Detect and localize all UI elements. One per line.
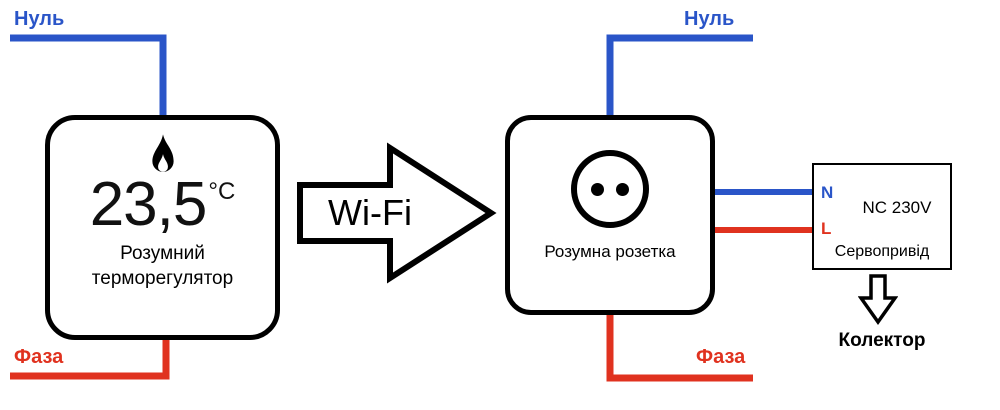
label-null-left: Нуль — [14, 8, 65, 30]
socket-pin-right — [616, 182, 629, 196]
wire-neutral-right — [606, 34, 753, 118]
label-faza-right: Фаза — [696, 346, 746, 368]
servo-spec: NC 230V — [862, 198, 932, 217]
temperature-display: 23,5 °C — [90, 174, 236, 236]
thermostat-box: 23,5 °C Розумний терморегулятор — [45, 115, 280, 340]
servo-label: Сервопривід — [834, 243, 930, 260]
wire-neutral-left — [10, 34, 167, 118]
down-block-arrow-icon — [858, 274, 898, 326]
servo-terminal-n: N — [821, 183, 834, 202]
temperature-value: 23,5 — [89, 170, 208, 239]
flame-icon — [146, 134, 180, 180]
right-block-arrow-icon — [297, 142, 497, 284]
label-null-right: Нуль — [684, 8, 735, 30]
socket-label: Розумна розетка — [544, 242, 676, 261]
thermostat-label: Розумний терморегулятор — [92, 242, 233, 291]
thermostat-label-line2: терморегулятор — [91, 267, 234, 289]
wire-phase-left — [10, 337, 170, 380]
servo-box: N L NC 230V Сервопривід — [812, 163, 952, 270]
socket-outlet-icon — [571, 150, 649, 228]
wifi-label: Wi-Fi — [328, 192, 412, 233]
label-faza-left: Фаза — [14, 346, 64, 368]
thermostat-label-line1: Розумний — [120, 243, 205, 264]
servo-terminal-l: L — [821, 219, 832, 238]
temperature-unit: °C — [208, 178, 236, 205]
smart-socket-box: Розумна розетка — [505, 115, 715, 315]
collector-label: Колектор — [838, 330, 926, 351]
wire-phase-right — [606, 312, 753, 382]
socket-pin-left — [591, 182, 604, 196]
